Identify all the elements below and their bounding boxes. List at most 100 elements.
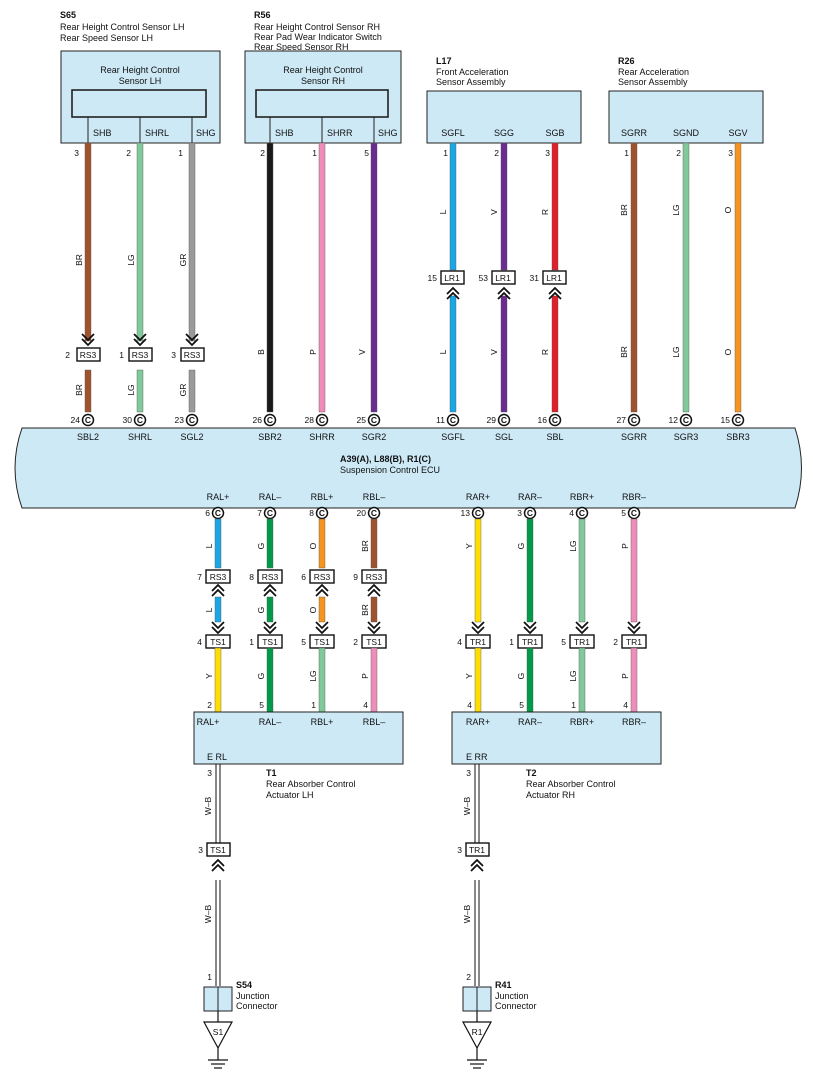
ecu-connector-letter: C	[85, 415, 91, 425]
connector-LR1: LR1 53	[479, 270, 516, 300]
ecu-connector-letter: C	[371, 415, 377, 425]
wire-segment	[318, 596, 326, 623]
connector-pin: 7	[197, 572, 202, 582]
pin-number: 1	[624, 148, 629, 158]
ecu-terminal-label: RBR–	[622, 492, 646, 502]
component-desc-1: Rear Acceleration	[618, 67, 689, 77]
wire-color-label: LG	[568, 670, 578, 681]
svg-text:2: 2	[65, 350, 70, 360]
ecu-connector-letter: C	[579, 508, 585, 518]
connector-code: RS3	[366, 572, 383, 582]
component-inner-2: Sensor RH	[301, 76, 345, 86]
svg-text:RS3: RS3	[184, 350, 201, 360]
wire-segment	[370, 518, 378, 569]
svg-text:W–B: W–B	[462, 796, 472, 815]
wire-color-label: BR	[619, 346, 629, 358]
component-R56: R56 Rear Height Control Sensor RH Rear P…	[244, 10, 402, 144]
connector-code: TR1	[522, 637, 538, 647]
actuator-T2: RAR+ RAR– RBR+ RBR– E RR T2 Rear Absorbe…	[451, 711, 662, 800]
wire-color-label: L	[438, 209, 448, 214]
pin-number: 2	[676, 148, 681, 158]
actuator-pin: 4	[363, 700, 368, 710]
wire-color-label: V	[357, 349, 367, 355]
terminal-label: SHG	[378, 128, 398, 138]
wire-color-label: O	[308, 606, 318, 613]
svg-text:RBL–: RBL–	[363, 717, 386, 727]
ecu-bottom-terminals: RAL+C6RAL–C7RBL+C8RBL–C20RAR+C13RAR–C3RB…	[205, 492, 646, 520]
component-id: R26	[618, 56, 635, 66]
wire-R26-SGV: 3 O O	[723, 142, 742, 413]
svg-text:TS1: TS1	[210, 845, 226, 855]
wire-segment	[214, 518, 222, 569]
svg-text:RAL–: RAL–	[259, 717, 282, 727]
ground-terminal: E RR	[466, 752, 488, 762]
svg-text:3: 3	[466, 768, 471, 778]
svg-text:RAL+: RAL+	[197, 717, 220, 727]
ecu-pin-number: 30	[123, 415, 133, 425]
ecu-A39-L88-R1: A39(A), L88(B), R1(C) Suspension Control…	[14, 413, 802, 520]
svg-text:R1: R1	[472, 1027, 483, 1037]
svg-text:15: 15	[428, 273, 438, 283]
wire-color-label: LG	[308, 670, 318, 681]
wire-R56-SHRR: 1 P	[308, 142, 326, 413]
wire-segment	[526, 647, 534, 713]
connector-pin: 5	[301, 637, 306, 647]
ecu-terminal-bottom-6: C4	[569, 506, 589, 520]
ecu-pin-number: 16	[538, 415, 548, 425]
ecu-connector-letter: C	[475, 508, 481, 518]
actuator-pin: 5	[519, 700, 524, 710]
pin-number: 3	[74, 148, 79, 158]
svg-text:Rear Absorber Control: Rear Absorber Control	[266, 779, 356, 789]
svg-text:LR1: LR1	[546, 273, 562, 283]
ecu-terminal-label: RAL–	[259, 492, 282, 502]
ecu-pin-number: 29	[487, 415, 497, 425]
ecu-terminal-label: RBL–	[363, 492, 386, 502]
svg-text:TR1: TR1	[469, 845, 485, 855]
ecu-connector-letter: C	[319, 508, 325, 518]
connector-code: TR1	[470, 637, 486, 647]
actuator-pin: 5	[259, 700, 264, 710]
wire-segment	[578, 647, 586, 713]
component-desc-2: Sensor Assembly	[436, 77, 506, 87]
ecu-top-terminals: C24SBL2C30SHRLC23SGL2C26SBR2C28SHRRC25SG…	[71, 413, 750, 442]
ecu-connector-letter: C	[189, 415, 195, 425]
pin-number: 2	[126, 148, 131, 158]
component-id: S65	[60, 10, 76, 20]
ecu-pin-number: 7	[257, 508, 262, 518]
ecu-connector-letter: C	[267, 415, 273, 425]
ecu-pin-number: 11	[436, 415, 445, 425]
ground-circuit-T1: 3 W–B TS1 3 W–B 1 S54 Junction Connector…	[198, 764, 278, 1069]
wire-color-label: R	[540, 349, 550, 355]
ecu-connector-letter: C	[450, 415, 456, 425]
wire-L17-SGB: 3 R R	[540, 142, 559, 413]
connector-RS3: RS3 1	[119, 333, 153, 362]
svg-text:3: 3	[457, 845, 462, 855]
ecu-terminal-label: SHRL	[128, 432, 152, 442]
pin-number: 2	[260, 148, 265, 158]
component-inner-1: Rear Height Control	[100, 65, 180, 75]
wire-color-label: G	[516, 673, 526, 680]
svg-text:Junction: Junction	[236, 991, 270, 1001]
wire-color-label: O	[723, 348, 733, 355]
ecu-terminal-label: RAR+	[466, 492, 490, 502]
svg-text:Connector: Connector	[236, 1001, 278, 1011]
terminal-label: SHB	[93, 128, 112, 138]
svg-text:RAR+: RAR+	[466, 717, 490, 727]
connector-code: TS1	[262, 637, 278, 647]
ecu-pin-number: 8	[309, 508, 314, 518]
terminal-label: SGG	[494, 128, 514, 138]
component-desc-3: Rear Speed Sensor RH	[254, 42, 349, 52]
ecu-pin-number: 25	[357, 415, 367, 425]
wire-color-label: LG	[126, 384, 136, 395]
connector-code: TR1	[626, 637, 642, 647]
terminal-label: SGV	[728, 128, 747, 138]
ground-circuit-T2: 3 W–B TR1 3 W–B 2 R41 Junction Connector…	[457, 764, 537, 1069]
terminal-label: SHG	[196, 128, 216, 138]
wire-color-label: LG	[671, 204, 681, 215]
svg-text:RBR–: RBR–	[622, 717, 646, 727]
actuator-pin: 2	[207, 700, 212, 710]
component-desc-1: Rear Height Control Sensor LH	[60, 22, 185, 32]
